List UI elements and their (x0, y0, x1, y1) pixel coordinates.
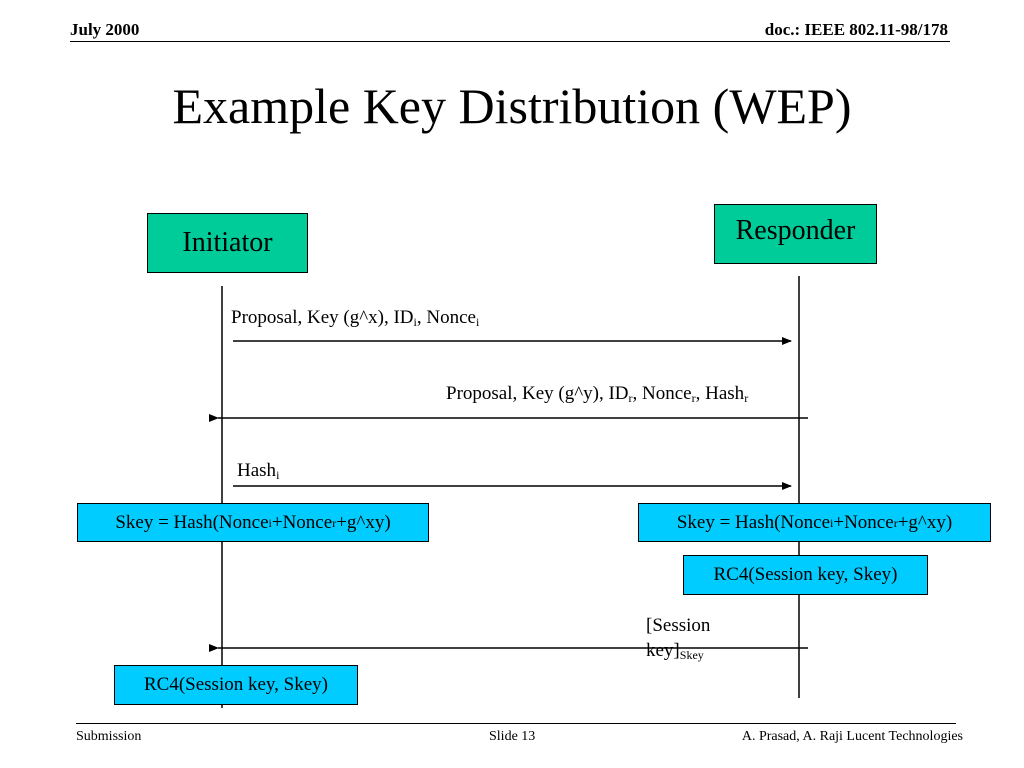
header-rule (70, 41, 950, 42)
message-session-key: [Session key]Skey (646, 615, 711, 662)
rc4-box-responder: RC4(Session key, Skey) (683, 555, 928, 595)
message-proposal-gx: Proposal, Key (g^x), IDi, Noncei (231, 307, 480, 329)
footer-submission: Submission (76, 729, 142, 744)
responder-label: Responder (735, 215, 856, 246)
footer-rule (76, 723, 956, 724)
responder-box: Responder (714, 204, 877, 264)
message-proposal-gy: Proposal, Key (g^y), IDr, Noncer, Hashr (446, 383, 749, 405)
initiator-box: Initiator (147, 213, 308, 273)
message-hash-i: Hashi (237, 460, 280, 482)
slide-title: Example Key Distribution (WEP) (172, 78, 852, 134)
footer-slide-number: Slide 13 (489, 729, 536, 744)
footer-authors: A. Prasad, A. Raji Lucent Technologies (741, 729, 963, 744)
initiator-label: Initiator (182, 227, 273, 258)
rc4-box-initiator: RC4(Session key, Skey) (114, 665, 358, 705)
header-date: July 2000 (70, 20, 140, 39)
header-doc-id: doc.: IEEE 802.11-98/178 (764, 20, 948, 39)
